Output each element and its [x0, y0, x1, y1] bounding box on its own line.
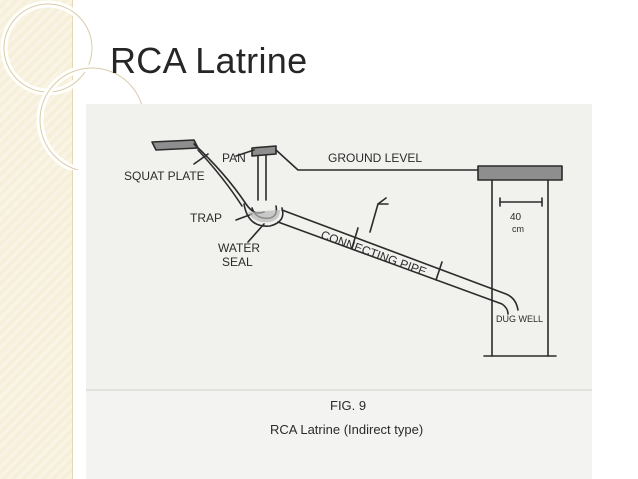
figure-caption: RCA Latrine (Indirect type) — [270, 422, 423, 437]
ring-top-outline — [3, 3, 93, 93]
pan-label: PAN — [222, 151, 246, 165]
water-seal-leader — [247, 223, 265, 243]
trap-label: TRAP — [190, 211, 222, 225]
riser-cap — [251, 145, 277, 157]
pipe-joint-2 — [435, 261, 443, 281]
diagram-panel — [86, 104, 592, 389]
trap-leader — [235, 213, 253, 221]
depth-value-label: 40 — [510, 212, 522, 223]
latrine-diagram: PAN GROUND LEVEL SQUAT PLATE TRAP WATER … — [86, 104, 592, 479]
water-seal-label-line2: SEAL — [222, 255, 253, 269]
scanned-figure: PAN GROUND LEVEL SQUAT PLATE TRAP WATER … — [86, 104, 592, 479]
pipe-joint-1 — [351, 227, 359, 249]
water-seal-fill — [248, 210, 280, 223]
pan-leader — [235, 149, 255, 157]
figure-number: FIG. 9 — [330, 398, 366, 413]
well-cover-slab — [477, 165, 563, 181]
connecting-pipe-bottom — [277, 221, 509, 315]
slide-title: RCA Latrine — [110, 40, 308, 81]
ground-level-label: GROUND LEVEL — [328, 151, 422, 165]
squat-plate-leader — [193, 153, 209, 165]
water-seal-label-line1: WATER — [218, 241, 260, 255]
dug-well-label: DUG WELL — [496, 314, 543, 324]
vent-pipe-top — [377, 197, 387, 205]
squat-plate-slab — [151, 139, 199, 151]
squat-plate-label: SQUAT PLATE — [124, 169, 205, 183]
depth-unit-label: cm — [512, 224, 524, 234]
pan-inner — [197, 149, 243, 207]
connecting-pipe-top — [281, 209, 519, 311]
ground-level-line — [275, 149, 489, 171]
